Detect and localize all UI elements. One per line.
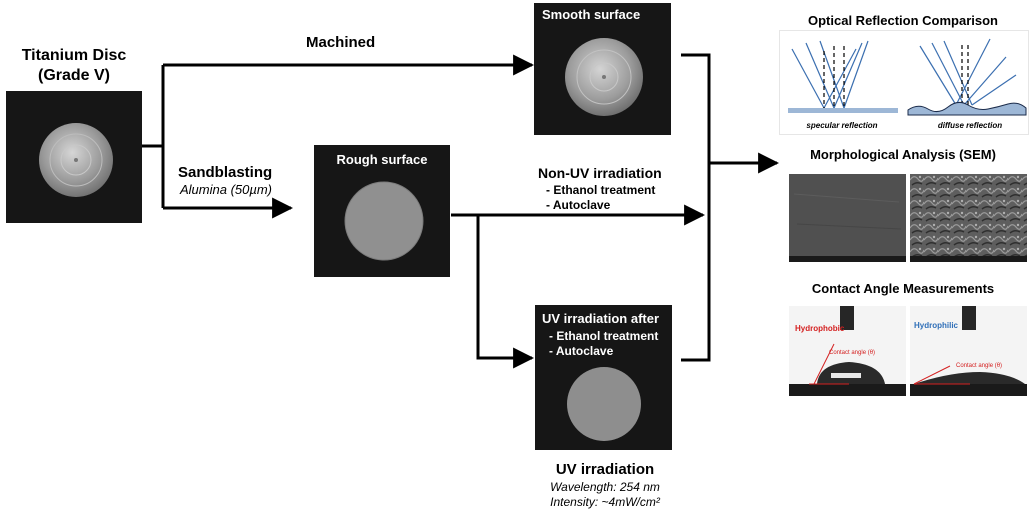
uv-params-title: UV irradiation: [555, 461, 655, 478]
rough-disc-image: [344, 181, 424, 261]
sandblasting-sublabel: Alumina (50µm): [180, 182, 273, 197]
contact-hydrophobic-image: Hydrophobic Contact angle (θ): [789, 306, 906, 396]
needle-left: [840, 306, 854, 330]
uv-disc-image: [567, 367, 641, 441]
diffuse-surface: [907, 101, 1027, 116]
diffuse-rays: [919, 38, 1017, 106]
specular-label: specular reflection: [806, 121, 877, 130]
sem-smooth-image: [789, 174, 906, 262]
substrate-left: [789, 384, 906, 396]
reflection-illustration: specular reflection diffuse reflection: [788, 38, 1027, 130]
merge-bracket: [681, 53, 711, 362]
hydrophilic-drop-illustration: Hydrophilic Contact angle (θ): [910, 306, 1027, 396]
titanium-disc-photo: [6, 91, 142, 223]
smooth-surface-label: Smooth surface: [542, 7, 641, 22]
machined-disc-image: [39, 123, 113, 197]
uv-arrow: [476, 215, 535, 369]
sem-title: Morphological Analysis (SEM): [810, 147, 996, 162]
uv-box-item-ethanol: - Ethanol treatment: [549, 329, 659, 343]
uv-wavelength: Wavelength: 254 nm: [550, 480, 660, 494]
contact-hydrophilic-image: Hydrophilic Contact angle (θ): [910, 306, 1027, 396]
optical-title: Optical Reflection Comparison: [808, 13, 998, 28]
sandblasting-label: Sandblasting: [178, 164, 273, 181]
machined-label: Machined: [306, 34, 376, 51]
smooth-surface-photo: Smooth surface: [534, 3, 671, 135]
specular-normals: [823, 46, 845, 108]
sem-rough-image: [910, 174, 1027, 262]
sem-smooth-texture: [789, 174, 906, 262]
drop-right: [914, 372, 1025, 384]
non-uv-item-ethanol: - Ethanol treatment: [546, 183, 656, 197]
titanium-disc-title-line1: Titanium Disc: [21, 47, 127, 64]
titanium-disc-title: Titanium Disc (Grade V): [0, 46, 148, 86]
diffuse-normals: [961, 45, 969, 105]
optical-reflection-panel: specular reflection diffuse reflection: [779, 30, 1029, 135]
uv-parameters: UV irradiation Wavelength: 254 nm Intens…: [530, 461, 680, 509]
hydrophilic-label: Hydrophilic: [914, 321, 959, 330]
contact-angle-label-right: Contact angle (θ): [956, 363, 1002, 369]
uv-box-item-autoclave: - Autoclave: [549, 344, 614, 358]
substrate-right: [910, 384, 1027, 396]
contact-angle-label-left: Contact angle (θ): [829, 350, 875, 356]
diffuse-label: diffuse reflection: [938, 121, 1002, 130]
smooth-disc-image: [565, 38, 643, 116]
titanium-disc-title-line2: (Grade V): [37, 67, 110, 84]
specular-rays: [791, 40, 869, 109]
sem-rough-texture: [910, 174, 1027, 262]
non-uv-title: Non-UV irradiation: [538, 165, 662, 181]
needle-right: [962, 306, 976, 330]
contact-title: Contact Angle Measurements: [811, 281, 995, 296]
uv-box-title: UV irradiation after: [542, 311, 660, 326]
uv-intensity: Intensity: ~4mW/cm²: [550, 495, 660, 509]
specular-surface: [788, 108, 898, 113]
hydrophobic-label: Hydrophobic: [795, 324, 845, 333]
rough-surface-photo: Rough surface: [314, 145, 450, 277]
non-uv-item-autoclave: - Autoclave: [546, 198, 611, 212]
uv-surface-photo: UV irradiation after - Ethanol treatment…: [535, 305, 672, 450]
rough-surface-label: Rough surface: [336, 152, 428, 167]
hydrophobic-drop-illustration: Hydrophobic Contact angle (θ): [789, 306, 906, 396]
